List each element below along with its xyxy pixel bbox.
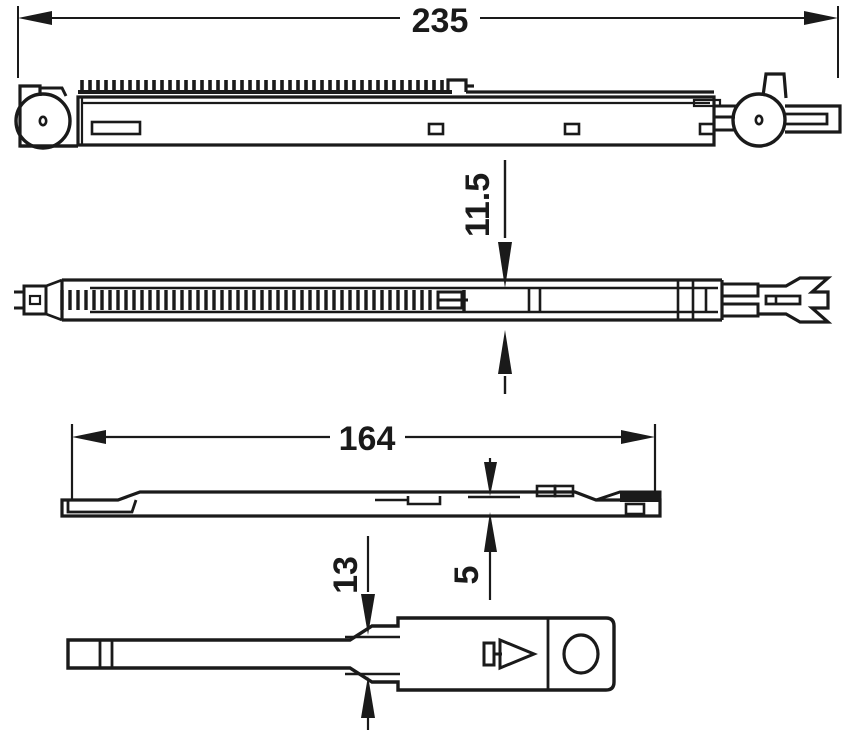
bottom-view bbox=[66, 616, 616, 692]
rack-teeth bbox=[80, 80, 444, 92]
fork-upper-arm bbox=[722, 282, 760, 298]
toothed-rack bbox=[78, 78, 714, 94]
dim-164-arrow-left bbox=[72, 430, 106, 444]
plate-left-tab bbox=[66, 499, 138, 514]
dimension-235: 235 bbox=[17, 2, 839, 78]
left-cap-bridge bbox=[40, 86, 68, 97]
arrow-mark-triangle bbox=[498, 637, 538, 671]
left-terminal-slot bbox=[28, 294, 42, 306]
left-pulley-hub bbox=[38, 115, 48, 127]
plate-boss-2 bbox=[553, 484, 575, 498]
dim-13-arrow-up bbox=[361, 676, 375, 718]
dimension-value-235: 235 bbox=[412, 2, 469, 40]
plate-outline bbox=[66, 616, 616, 692]
dim-5-arrow-up bbox=[484, 512, 497, 552]
left-terminal bbox=[22, 284, 48, 316]
plate-view bbox=[60, 484, 662, 518]
arrowhead-right bbox=[804, 11, 838, 25]
round-hole bbox=[562, 633, 600, 675]
dimension-164: 164 bbox=[70, 420, 657, 500]
notch-top-right bbox=[692, 98, 722, 108]
main-rail-body bbox=[76, 95, 716, 147]
dim-164-arrow-right bbox=[621, 430, 655, 444]
right-lever bbox=[761, 72, 788, 99]
left-cap-tab bbox=[18, 84, 42, 96]
dimension-value-11-5: 11.5 bbox=[459, 173, 497, 237]
dim-13-arrow-down bbox=[361, 594, 375, 635]
right-extension-inner bbox=[785, 112, 829, 126]
dimension-value-164: 164 bbox=[339, 420, 396, 458]
notch-2 bbox=[563, 122, 581, 136]
arrow-mark-tail bbox=[482, 641, 496, 667]
spring-coil bbox=[60, 290, 432, 310]
arrow-mark-icon bbox=[482, 637, 538, 671]
left-terminal-pins bbox=[14, 290, 24, 310]
dimension-5: 5 bbox=[448, 458, 520, 600]
fork-head bbox=[758, 276, 833, 324]
dimension-value-13: 13 bbox=[327, 556, 365, 594]
dim-5-arrow-down bbox=[484, 462, 497, 496]
notch-1 bbox=[427, 122, 445, 136]
side-view bbox=[14, 276, 833, 324]
coupling-block bbox=[436, 290, 468, 311]
plate-right-solid bbox=[620, 492, 660, 502]
notch-3 bbox=[698, 122, 716, 136]
right-extension-arm bbox=[785, 104, 842, 134]
arrowhead-left bbox=[18, 11, 52, 25]
right-pulley-hub bbox=[754, 114, 764, 126]
top-view bbox=[14, 72, 842, 150]
fork-lower-arm bbox=[722, 302, 760, 318]
dimension-11-5: 11.5 bbox=[459, 160, 512, 394]
plate-mid-step bbox=[406, 496, 442, 506]
dimension-value-5: 5 bbox=[448, 566, 486, 585]
right-pulley bbox=[731, 92, 787, 148]
plate-right-notch bbox=[624, 502, 646, 516]
dim-11-5-arrow-up bbox=[498, 330, 512, 374]
fork-center-slot bbox=[764, 294, 802, 306]
slot-rectangle bbox=[90, 120, 142, 136]
left-terminal-taper bbox=[45, 278, 63, 322]
dim-11-5-arrow-down bbox=[498, 242, 512, 288]
left-pulley bbox=[14, 92, 72, 150]
